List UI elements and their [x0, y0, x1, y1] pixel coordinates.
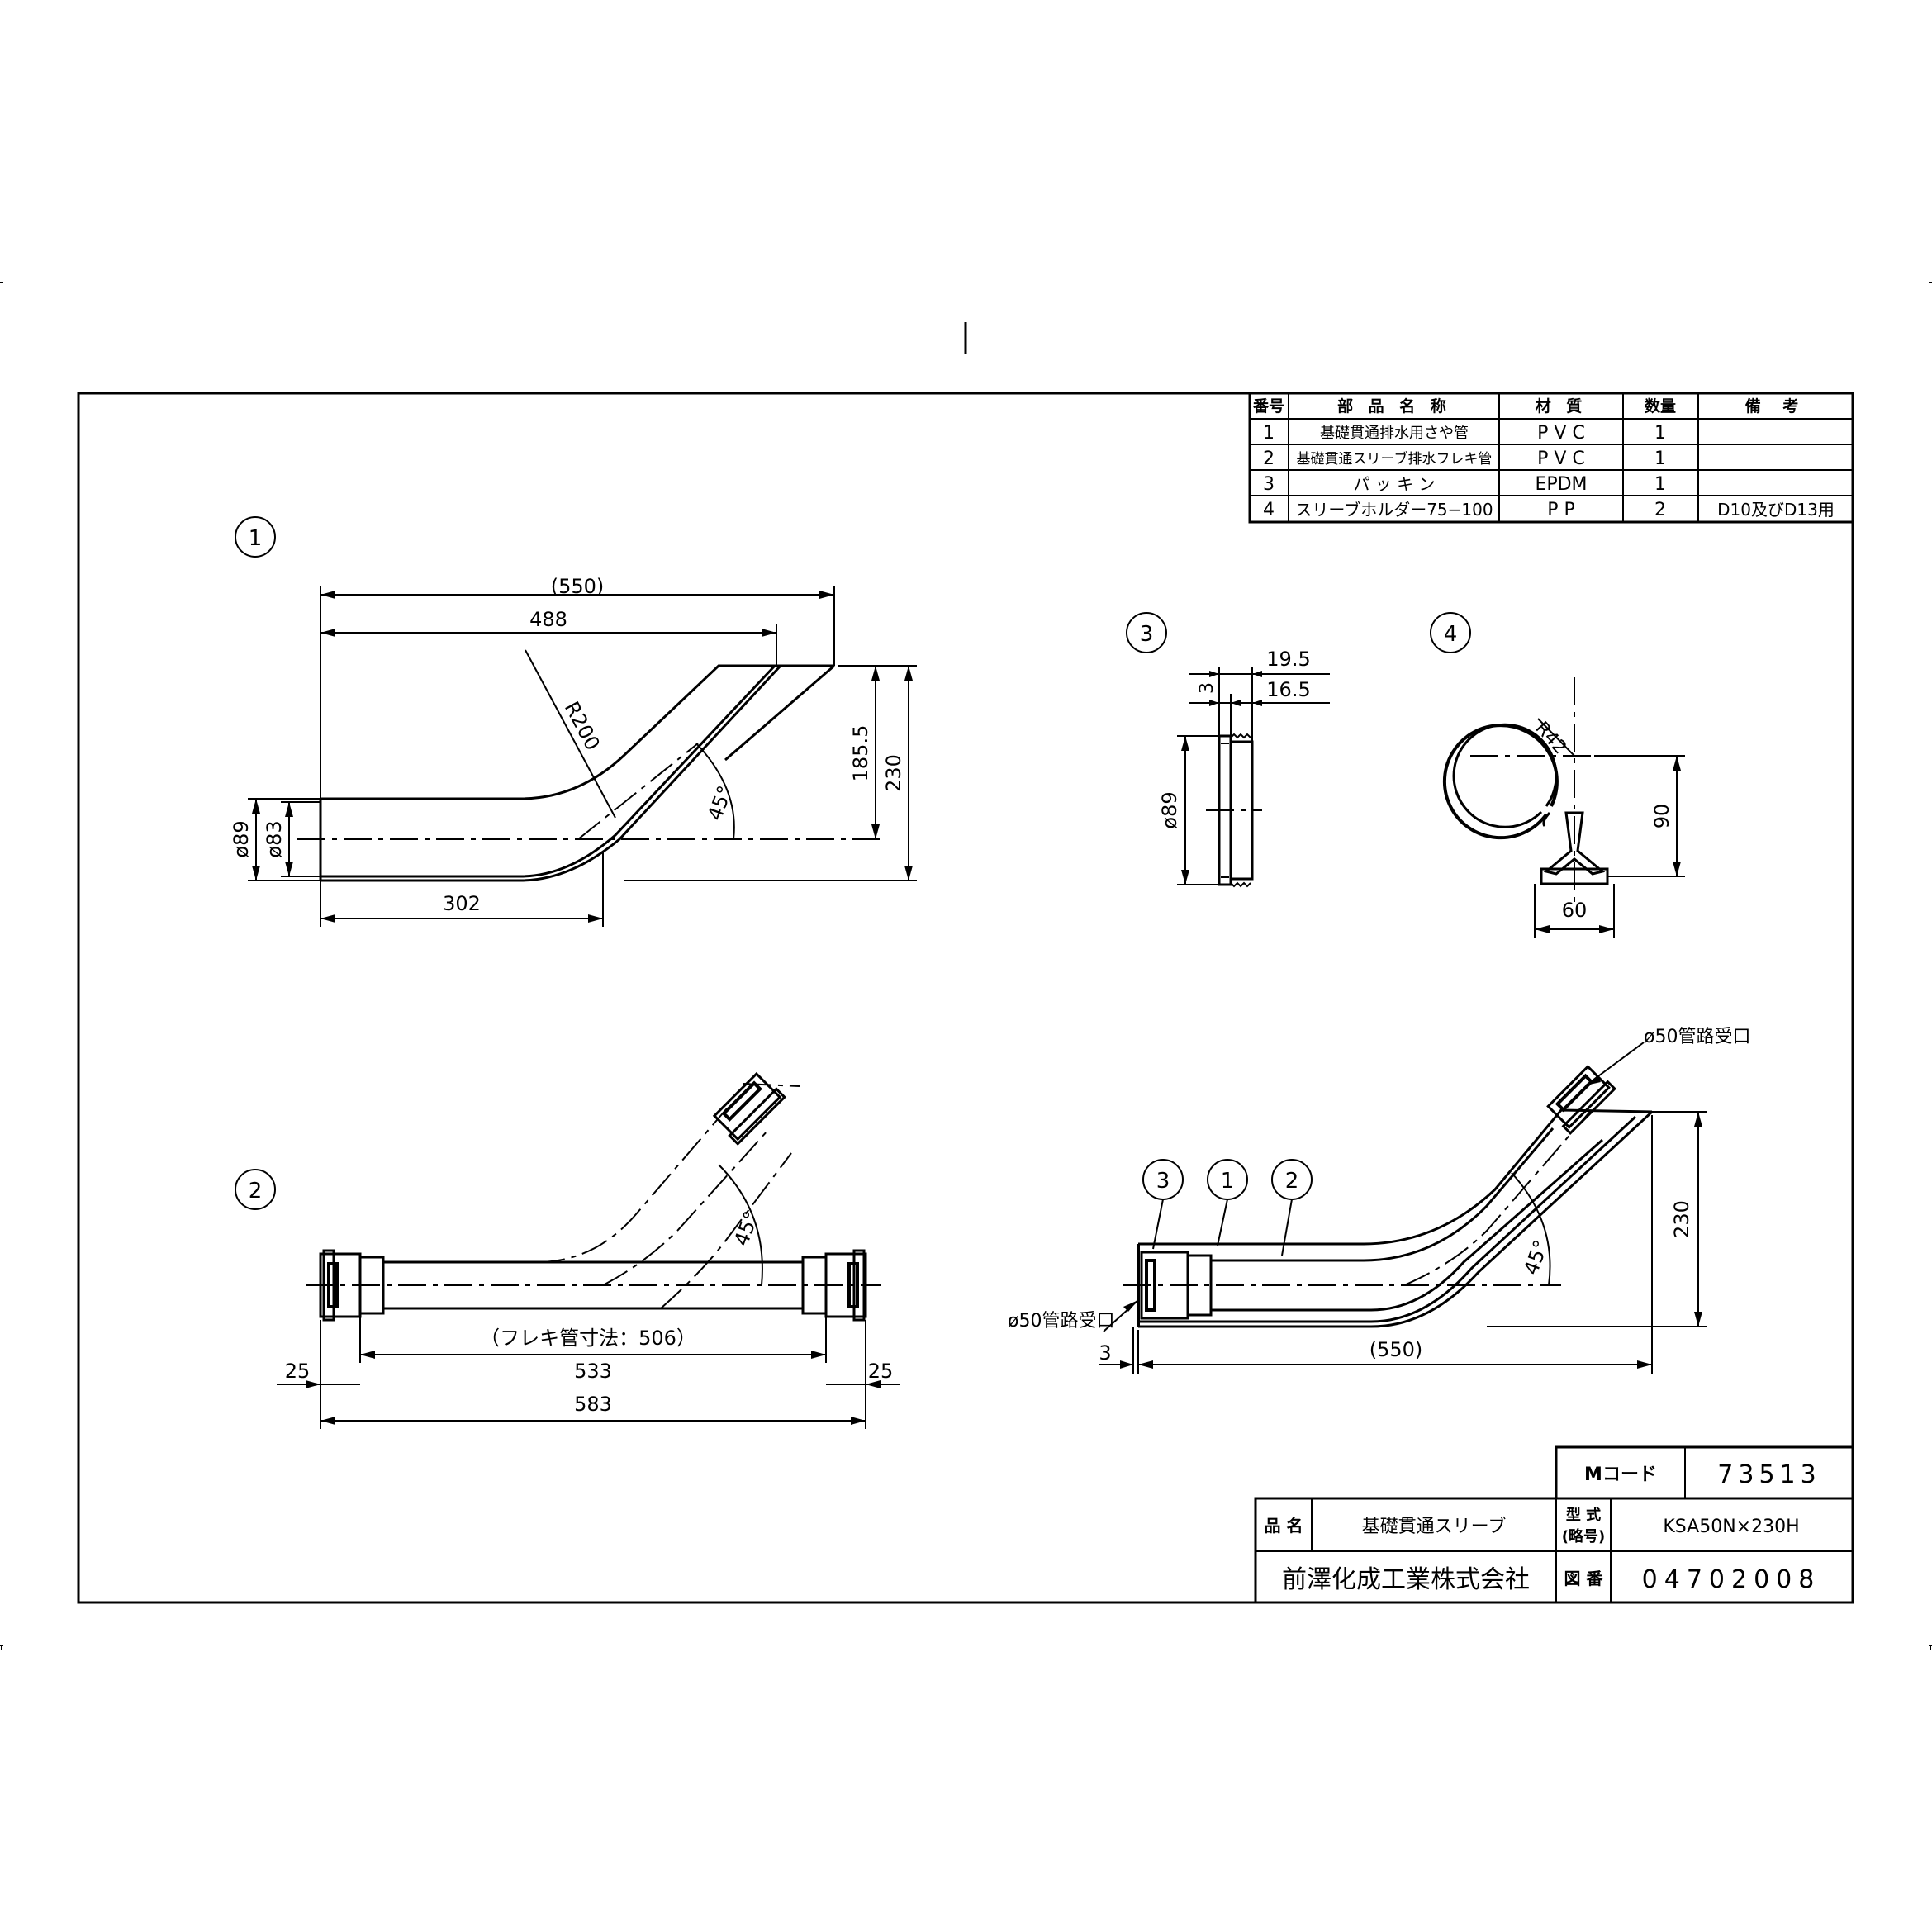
view3-w2-dim: 16.5	[1266, 678, 1310, 701]
view2-balloon	[235, 1169, 276, 1210]
table-row-qty: 1	[1654, 449, 1666, 469]
corner-marks	[0, 282, 1932, 1650]
view2-left-dim: 25	[285, 1360, 311, 1383]
mcode-label: Mコード	[1584, 1464, 1657, 1485]
table-row-no: 1	[1263, 423, 1275, 444]
view2-label: 2	[249, 1179, 263, 1203]
view3-dia-dim: ø89	[1158, 791, 1181, 828]
assembly-callout: 3	[1156, 1169, 1170, 1194]
view4-radius: R42	[1531, 718, 1571, 758]
table-row-no: 4	[1263, 500, 1275, 520]
table-header-qty: 数量	[1645, 396, 1676, 415]
table-header-no: 番号	[1252, 397, 1284, 415]
product-name: 基礎貫通スリーブ	[1362, 1517, 1507, 1537]
view1-rise-dim: 185.5	[849, 725, 872, 782]
view3-packing: 3 19.5 16.5 3 ø89	[1126, 612, 1330, 888]
view1-sleeve-pipe: 1 R200 45° (550) 488 185.5	[230, 516, 917, 927]
assembly-top-socket: ø50管路受口	[1644, 1027, 1750, 1047]
table-row-no: 2	[1263, 449, 1275, 469]
table-row-name: 基礎貫通スリーブ排水フレキ管	[1297, 450, 1493, 468]
table-row-material: EPDM	[1535, 474, 1587, 495]
view4-base-dim: 60	[1562, 899, 1588, 922]
table-row-name: パ ッ キ ン	[1353, 474, 1435, 494]
view2-mid-dim: 533	[574, 1360, 612, 1383]
company-name: 前澤化成工業株式会社	[1282, 1565, 1530, 1594]
view2-overall-dim: 583	[574, 1393, 612, 1416]
view1-height-dim: 230	[882, 754, 905, 792]
view3-w1-dim: 19.5	[1266, 648, 1310, 671]
table-row-qty: 1	[1654, 423, 1666, 444]
assembly-length-dim: (550)	[1369, 1338, 1423, 1361]
assembly-height-dim: 230	[1670, 1200, 1693, 1238]
view2-angle: 45°	[729, 1208, 763, 1249]
view1-straight-dim: 302	[443, 892, 481, 915]
assembly-callout: 2	[1285, 1169, 1299, 1194]
view1-label: 1	[249, 526, 263, 551]
view1-od-dim: ø89	[230, 820, 253, 857]
view4-label: 4	[1444, 622, 1458, 647]
table-header-note: 備 考	[1745, 396, 1807, 415]
view4-height-dim: 90	[1650, 804, 1673, 829]
table-row-material: P V C	[1537, 449, 1585, 469]
view4-balloon	[1430, 612, 1471, 653]
mcode-value: 73513	[1717, 1460, 1820, 1489]
view2-flex-dim: （フレキ管寸法：506）	[480, 1327, 696, 1350]
drawing-number: 04702008	[1642, 1565, 1821, 1594]
view2-right-dim: 25	[868, 1360, 894, 1383]
model-number: KSA50N×230H	[1663, 1517, 1799, 1537]
view1-balloon	[235, 516, 276, 558]
table-header-material: 材 質	[1536, 396, 1588, 415]
view4-sleeve-holder: 4 R42 90 60	[1430, 612, 1685, 938]
view1-inner-dim: 488	[529, 608, 567, 631]
view1-overall-dim: (550)	[551, 575, 605, 598]
drawing-label: 図 番	[1564, 1569, 1604, 1588]
assembly-callout: 1	[1221, 1169, 1235, 1194]
name-label: 品 名	[1265, 1516, 1303, 1536]
drawing-border	[77, 392, 1854, 1604]
table-row-name: 基礎貫通排水用さや管	[1320, 425, 1469, 442]
assembly-offset-dim: 3	[1099, 1341, 1111, 1365]
view1-angle: 45°	[703, 782, 737, 824]
table-row-name: スリーブホルダー75−100	[1295, 500, 1493, 520]
assembly-left-socket: ø50管路受口	[1008, 1311, 1114, 1332]
view3-t-dim: 3	[1197, 682, 1218, 694]
assembly-angle: 45°	[1519, 1237, 1553, 1278]
table-row-note: D10及びD13用	[1717, 500, 1835, 520]
view1-id-dim: ø83	[263, 820, 286, 857]
table-row-no: 3	[1263, 474, 1275, 495]
table-header-name: 部 品 名 称	[1337, 396, 1451, 415]
table-row-material: P V C	[1537, 423, 1585, 444]
parts-table: 番号 部 品 名 称 材 質 数量 備 考 1 基礎貫通排水用さや管 P V C…	[1248, 392, 1854, 524]
type-label-abbr: (略号)	[1562, 1527, 1605, 1545]
table-row-qty: 1	[1654, 474, 1666, 495]
title-block: Mコード 73513 品 名 基礎貫通スリーブ 型 式 (略号) KSA50N×…	[1254, 1445, 1854, 1604]
table-row-qty: 2	[1654, 500, 1666, 520]
assembly-view: 3 1 2 45° ø50管路受口	[1008, 1027, 1750, 1374]
view3-balloon	[1126, 612, 1167, 653]
table-row-material: P P	[1547, 500, 1575, 520]
view2-flex-pipe: 2 45° （フレキ管寸法：506）	[235, 1071, 900, 1429]
type-label: 型 式	[1566, 1506, 1601, 1524]
view3-label: 3	[1140, 622, 1154, 647]
